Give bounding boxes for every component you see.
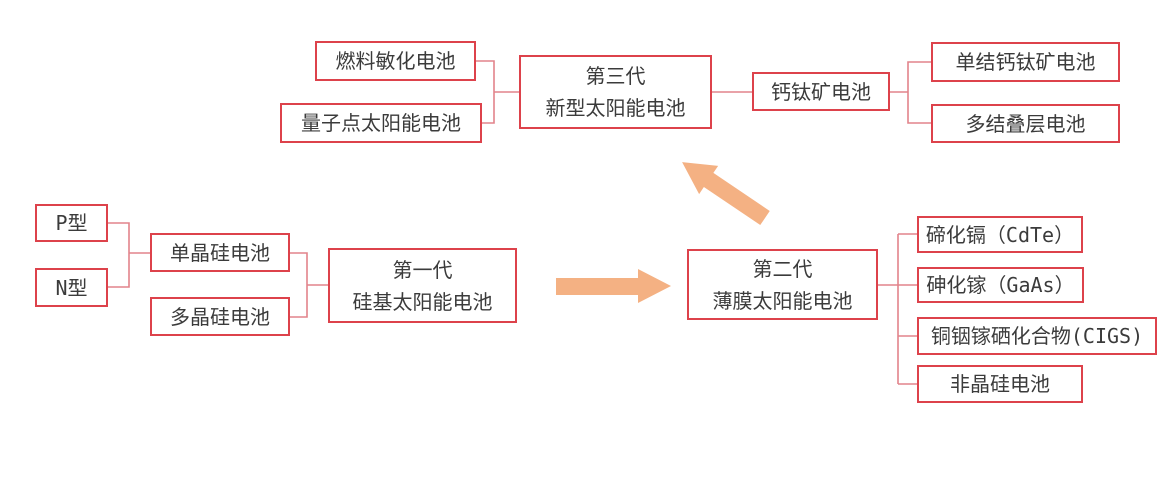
node-label-line2: 新型太阳能电池	[545, 96, 686, 120]
node-cigs-cell: 铜铟镓硒化合物(CIGS)	[917, 317, 1157, 355]
node-n-type: N型	[35, 268, 108, 307]
node-single-junction-perovskite-cell: 单结钙钛矿电池	[931, 42, 1120, 82]
node-gen3-new-type-solar-cell: 第三代 新型太阳能电池	[519, 55, 712, 129]
node-label-line1: 第二代	[752, 256, 813, 281]
node-label: 多晶硅电池	[170, 304, 270, 329]
node-gaas-cell: 砷化镓（GaAs）	[917, 267, 1084, 303]
node-label-line2: 硅基太阳能电池	[352, 289, 493, 314]
node-label: N型	[55, 275, 88, 300]
node-mono-si-cell: 单晶硅电池	[150, 233, 290, 272]
node-label: 量子点太阳能电池	[301, 111, 461, 135]
node-gen1-silicon-solar-cell: 第一代 硅基太阳能电池	[328, 248, 517, 323]
node-label: 钙钛矿电池	[771, 79, 871, 104]
node-quantum-dot-cell: 量子点太阳能电池	[280, 103, 482, 143]
node-label: 铜铟镓硒化合物(CIGS)	[930, 324, 1144, 348]
node-multi-junction-tandem-cell: 多结叠层电池	[931, 104, 1120, 143]
connector-si-to-gen1	[290, 252, 328, 318]
connector-fuel-quantum-to-gen3	[476, 60, 519, 124]
arrow-gen2-to-gen3	[682, 162, 770, 226]
node-cdte-cell: 碲化镉（CdTe）	[917, 216, 1083, 253]
node-poly-si-cell: 多晶硅电池	[150, 297, 290, 336]
node-label-line2: 薄膜太阳能电池	[712, 288, 853, 313]
node-label: 单结钙钛矿电池	[955, 50, 1096, 74]
node-p-type: P型	[35, 204, 108, 242]
node-label: 单晶硅电池	[170, 240, 270, 265]
connector-perovskite-branches	[890, 61, 931, 124]
node-label: P型	[55, 211, 88, 235]
node-fuel-sensitized-cell: 燃料敏化电池	[315, 41, 476, 81]
node-perovskite-cell: 钙钛矿电池	[752, 72, 890, 111]
arrow-gen1-to-gen2	[556, 269, 671, 303]
node-label: 砷化镓（GaAs）	[926, 273, 1075, 297]
connector-pn-to-mono-si	[108, 222, 150, 288]
node-gen2-thin-film-solar-cell: 第二代 薄膜太阳能电池	[687, 249, 878, 320]
connector-gen2-branches	[878, 233, 917, 385]
node-amorphous-si-cell: 非晶硅电池	[917, 365, 1083, 403]
node-label: 燃料敏化电池	[335, 49, 456, 73]
node-label: 碲化镉（CdTe）	[925, 222, 1075, 247]
node-label-line1: 第一代	[392, 257, 453, 282]
node-label: 非晶硅电池	[950, 372, 1050, 396]
node-label-line1: 第三代	[585, 64, 646, 88]
node-label: 多结叠层电池	[965, 111, 1086, 136]
